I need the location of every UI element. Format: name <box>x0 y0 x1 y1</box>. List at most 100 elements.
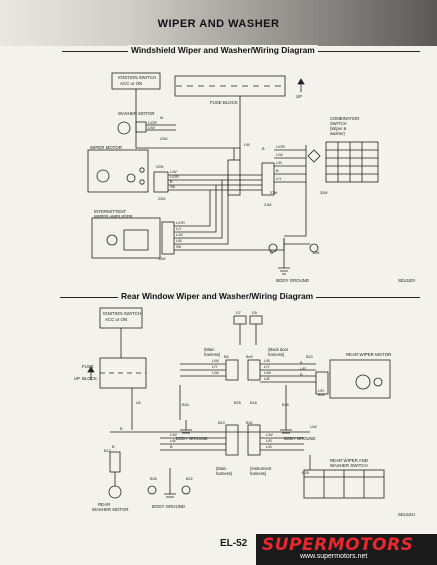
rear-connector-label: B22 <box>186 477 193 481</box>
rear-connector-label: D5 <box>252 311 257 315</box>
rear-connector-label: B49 <box>246 355 253 359</box>
front-amplifier-label-2: WIPER AMPLIFIER <box>94 214 133 219</box>
front-wire-code: L/W <box>170 170 177 174</box>
rear-connector-label: B25 <box>234 401 241 405</box>
front-diagram-code: SEL520I <box>398 278 415 283</box>
front-connector-label: 21M <box>264 203 271 207</box>
front-wire-code: SB <box>170 185 176 189</box>
rear-wire-code: L/B <box>170 439 176 443</box>
rear-wire-code: L/W <box>212 371 219 375</box>
front-connector-label: 27M <box>270 191 277 195</box>
rear-fuse-label-1: FUSE <box>82 364 94 369</box>
rear-wire-code: L/W <box>264 371 271 375</box>
front-wire-code: L/Y <box>176 227 182 231</box>
front-amplifier-label-1: INTERMITTENT <box>94 209 127 214</box>
front-connector-label: 22M <box>160 137 167 141</box>
front-combination-switch-label-3: (Wiper & <box>330 126 346 131</box>
front-wire-code: L/OR <box>148 121 157 125</box>
rear-wire-code: L/B <box>264 377 270 381</box>
rear-connector-label: B28 <box>302 471 309 475</box>
front-ignition-switch-label: IGNITION SWITCH <box>118 75 156 80</box>
front-wire-code: L/B <box>276 161 282 165</box>
rear-main-harness-lower-1: (Main <box>216 466 227 471</box>
rear-connector-label: B50 <box>318 393 325 397</box>
front-connector-label: 12M <box>312 251 319 255</box>
rear-main-harness-label-2: harness) <box>204 352 221 357</box>
front-wire-code: L/OR <box>276 145 285 149</box>
rear-ignition-switch-state: ACC or ON <box>105 317 127 322</box>
front-wire-code: L/W <box>276 153 283 157</box>
rear-back-door-harness-label-1: (Back door <box>268 347 289 352</box>
rear-instrument-harness-label-1: (Instrument <box>250 466 272 471</box>
rear-up-label: UP <box>74 376 80 381</box>
front-connector-label: M <box>270 251 273 255</box>
rear-wiper-motor-label: REAR WIPER MOTOR <box>346 352 391 357</box>
rear-wire-code: L/R <box>266 439 272 443</box>
rear-connector-label: B20 <box>306 355 313 359</box>
rear-wire-code: L/Y <box>264 365 270 369</box>
rear-connector-label: B6 <box>224 355 229 359</box>
rear-switch-label-2: WASHER SWITCH <box>330 463 368 468</box>
rear-wire-code: L/R <box>318 389 324 393</box>
front-wire-code: SB <box>176 245 182 249</box>
rear-diagram-code: SEL521I <box>398 512 415 517</box>
front-fuse-block <box>174 75 286 97</box>
front-wire-code: L/W <box>148 126 155 130</box>
rear-connector-label: B34 <box>182 403 189 407</box>
front-connector-label: 22M <box>156 165 163 169</box>
rear-body-ground-label-1: BODY GROUND <box>176 436 208 441</box>
rear-connector-label: D7 <box>236 311 241 315</box>
front-connector-label: 22M <box>158 197 165 201</box>
rear-wire-code: B <box>120 427 123 431</box>
front-connector-label: M <box>160 116 163 120</box>
rear-washer-motor-label-1: REAR <box>98 502 110 507</box>
front-combination-switch-label-2: SWITCH <box>330 121 347 126</box>
front-body-ground-label: BODY GROUND <box>276 278 309 283</box>
watermark-url: www.supermotors.net <box>300 553 368 560</box>
front-wire-code: L/Y <box>276 177 282 181</box>
front-wiper-motor-label: WIPER MOTOR <box>90 145 122 150</box>
front-connector-label: 22M <box>158 257 165 261</box>
header-band <box>0 0 437 46</box>
rear-switch-label-1: REAR WIPER AND <box>330 458 368 463</box>
rear-wire-code: B <box>300 361 303 365</box>
rear-wire-code: L/B <box>264 359 270 363</box>
rear-wire-code: L/W <box>170 433 177 437</box>
front-ignition-switch-state: ACC or ON <box>120 81 142 86</box>
front-wire-code: B <box>276 169 279 173</box>
front-diagram-title: Windshield Wiper and Washer/Wiring Diagr… <box>128 45 318 55</box>
rear-connector-label: B35 <box>150 477 157 481</box>
page-title: WIPER AND WASHER <box>157 18 280 30</box>
front-wire-code: B <box>262 147 265 151</box>
front-combination-switch-label-4: washer) <box>330 131 345 136</box>
front-up-label: UP <box>296 94 302 99</box>
rear-wire-code: L/W <box>310 425 317 429</box>
rear-main-harness-lower-2: harness) <box>216 471 233 476</box>
front-wire-code: B <box>170 180 173 184</box>
rear-washer-motor-label-2: WASHER MOTOR <box>92 507 129 512</box>
rear-fuse-label-2: BLOCK <box>82 376 97 381</box>
front-wire-code: L/B <box>176 239 182 243</box>
watermark-brand: SUPERMOTORS <box>262 535 414 555</box>
rear-connector-label: B31 <box>246 421 253 425</box>
front-washer-motor-circle <box>117 121 131 135</box>
rear-connector-label: B10 <box>218 421 225 425</box>
watermark-bar <box>256 534 437 565</box>
rear-wire-code: L/B <box>266 445 272 449</box>
rear-connector-label: B12 <box>104 449 111 453</box>
page-number: EL-52 <box>220 538 248 549</box>
rear-instrument-harness-label-2: harness) <box>250 471 267 476</box>
front-wire-code: L/OR <box>170 175 179 179</box>
front-connector-label: 32M <box>320 191 327 195</box>
rear-connector-label: B16 <box>250 401 257 405</box>
rear-diagram-title: Rear Window Wiper and Washer/Wiring Diag… <box>118 291 317 301</box>
rear-connector-label: B36 <box>282 403 289 407</box>
rear-ignition-switch-label: IGNITION SWITCH <box>103 311 141 316</box>
rear-wire-code: B <box>170 445 173 449</box>
front-wire-code: L/B <box>244 143 250 147</box>
front-fuse-block-label: FUSE BLOCK <box>210 100 238 105</box>
front-wire-code: L/OR <box>176 221 185 225</box>
